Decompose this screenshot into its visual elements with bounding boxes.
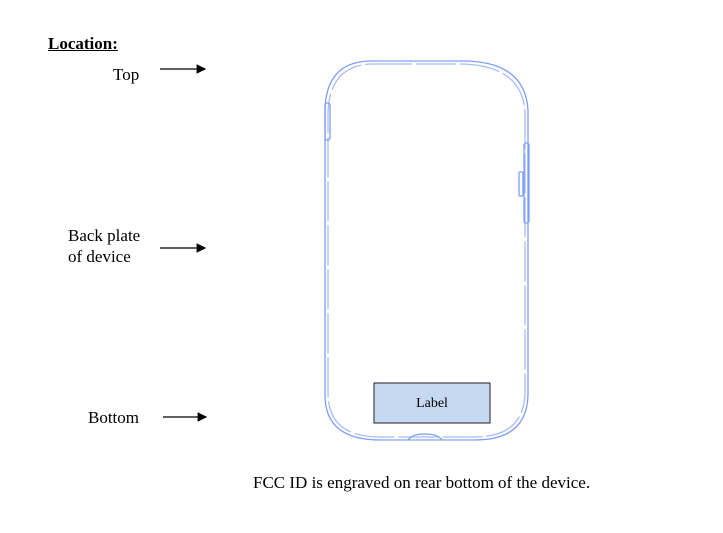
top-label: Top <box>113 65 140 84</box>
bottom-label: Bottom <box>88 408 140 427</box>
location-heading: Location: <box>48 34 118 53</box>
label-box <box>373 382 491 424</box>
label-box-text: Label <box>416 396 448 411</box>
caption: FCC ID is engraved on rear bottom of the… <box>253 473 591 492</box>
back-plate-label-line2: of device <box>68 247 131 266</box>
back-plate-label-line1: Back plate <box>68 226 141 245</box>
phone-outline <box>324 60 530 441</box>
